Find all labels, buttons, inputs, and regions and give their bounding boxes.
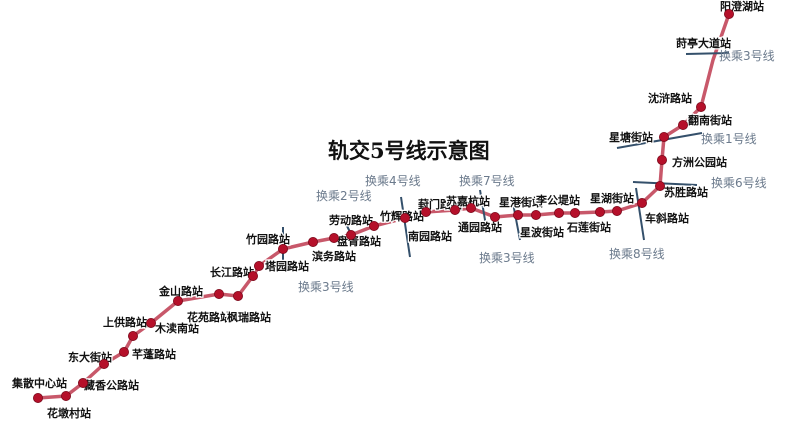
transfer-label-3-central: 换乘3号线 — [479, 251, 535, 265]
station-dot-s13 — [277, 243, 288, 254]
station-label-s15: 劳动路站 — [329, 213, 373, 227]
station-label-s10: 枫瑞路站 — [227, 310, 271, 324]
station-label-s2: 花墩村站 — [47, 406, 91, 420]
station-dot-s28 — [637, 197, 648, 208]
map-title: 轨交5号线示意图 — [328, 138, 490, 163]
line-5-route — [36, 12, 731, 400]
station-dot-s5 — [119, 346, 130, 357]
station-label-s33: 莳亭大道站 — [676, 36, 731, 50]
transfer-tick-4 — [400, 196, 411, 258]
station-dot-s16 — [345, 229, 356, 240]
station-label-s9: 花苑路站 — [187, 310, 231, 324]
station-label-s25: 石莲街站 — [566, 220, 611, 234]
station-dot-s33 — [696, 102, 707, 113]
transfer-tick-6 — [632, 181, 698, 186]
station-dot-s1 — [33, 392, 44, 403]
transfer-tick-3c — [685, 52, 730, 55]
station-dot-s4 — [99, 358, 110, 369]
transfer-labels: 换乘2号线 换乘4号线 换乘3号线 换乘7号线 换乘3号线 换乘8号线 换乘6号… — [298, 49, 775, 294]
station-dot-s17 — [368, 220, 379, 231]
station-label-s28: 苏胜路站 — [664, 185, 708, 199]
station-dot-s12 — [253, 260, 264, 271]
station-label-s3: 藏香公路站 — [84, 378, 139, 392]
station-dot-s25 — [554, 207, 565, 218]
station-dot-s10 — [232, 290, 243, 301]
station-label-s22: 星港街站 — [499, 195, 543, 209]
station-dot-s23 — [513, 209, 524, 220]
station-label-s14: 滨务路站 — [312, 249, 356, 263]
station-label-s27: 车斜路站 — [645, 211, 689, 225]
transfer-label-3-west: 换乘3号线 — [298, 280, 354, 294]
station-dot-s14 — [307, 236, 318, 247]
station-label-s6: 上供路站 — [103, 315, 147, 329]
station-labels: 集散中心站花墩村站藏香公路站东大街站芊蓬路站上供路站木渎南站金山路站花苑路站枫瑞… — [10, 0, 766, 421]
station-dot-s9 — [213, 288, 224, 299]
station-label-s16: 盘胥路站 — [337, 234, 381, 248]
station-label-s5: 芊蓬路站 — [132, 347, 176, 361]
station-dot-s11 — [247, 270, 258, 281]
station-label-s13: 竹园路站 — [245, 232, 290, 246]
transfer-label-7: 换乘7号线 — [459, 174, 515, 188]
station-dot-s24 — [531, 209, 542, 220]
station-label-s8: 金山路站 — [158, 284, 203, 298]
station-dots — [33, 8, 735, 403]
station-label-s24: 李公堤站 — [535, 193, 580, 207]
station-dot-s19 — [420, 206, 431, 217]
station-dot-s6 — [127, 330, 138, 341]
station-label-s11: 长江路站 — [210, 265, 254, 279]
station-label-s32: 沈浒路站 — [648, 91, 692, 105]
station-dot-s18 — [399, 212, 410, 223]
station-dot-s29 — [655, 180, 666, 191]
transfer-label-4: 换乘4号线 — [365, 174, 421, 188]
station-label-s21: 通园路站 — [458, 220, 502, 234]
station-label-s7: 木渎南站 — [154, 321, 199, 335]
station-dot-s30 — [657, 154, 668, 165]
station-dot-s22 — [489, 211, 500, 222]
transfer-label-2: 换乘2号线 — [316, 189, 372, 203]
station-dot-s2 — [61, 390, 72, 401]
transfer-label-3-north: 换乘3号线 — [719, 49, 775, 63]
station-label-s1: 集散中心站 — [11, 376, 67, 390]
station-dot-s32 — [678, 120, 689, 131]
station-dot-s34 — [724, 8, 735, 19]
transfer-tick-7 — [479, 189, 487, 227]
station-label-s12: 塔园路站 — [265, 259, 309, 273]
station-label-s29: 方洲公园站 — [672, 155, 727, 169]
transfer-tick-8 — [635, 187, 645, 241]
transfer-label-1: 换乘1号线 — [701, 132, 757, 146]
station-dot-s20 — [449, 204, 460, 215]
transfer-label-8: 换乘8号线 — [609, 247, 665, 261]
transfer-label-6: 换乘6号线 — [711, 176, 767, 190]
station-dot-s15 — [328, 232, 339, 243]
station-dot-s8 — [172, 295, 183, 306]
station-dot-s31 — [659, 131, 670, 142]
station-dot-s21 — [465, 202, 476, 213]
station-label-s20: 苏嘉杭站 — [446, 194, 490, 208]
station-label-s31: 翻南街站 — [688, 113, 732, 127]
station-label-s23: 星波街站 — [520, 225, 564, 239]
station-dot-extra — [595, 206, 606, 217]
transfer-tick-1 — [616, 132, 703, 149]
station-dot-s7 — [145, 317, 156, 328]
station-dot-s26 — [570, 207, 581, 218]
station-label-s30: 星塘街站 — [609, 130, 653, 144]
station-label-s18: 南园路站 — [408, 229, 452, 243]
station-dot-s3 — [78, 377, 89, 388]
station-dot-s27 — [612, 205, 623, 216]
station-label-s26: 星湖街站 — [590, 191, 634, 205]
